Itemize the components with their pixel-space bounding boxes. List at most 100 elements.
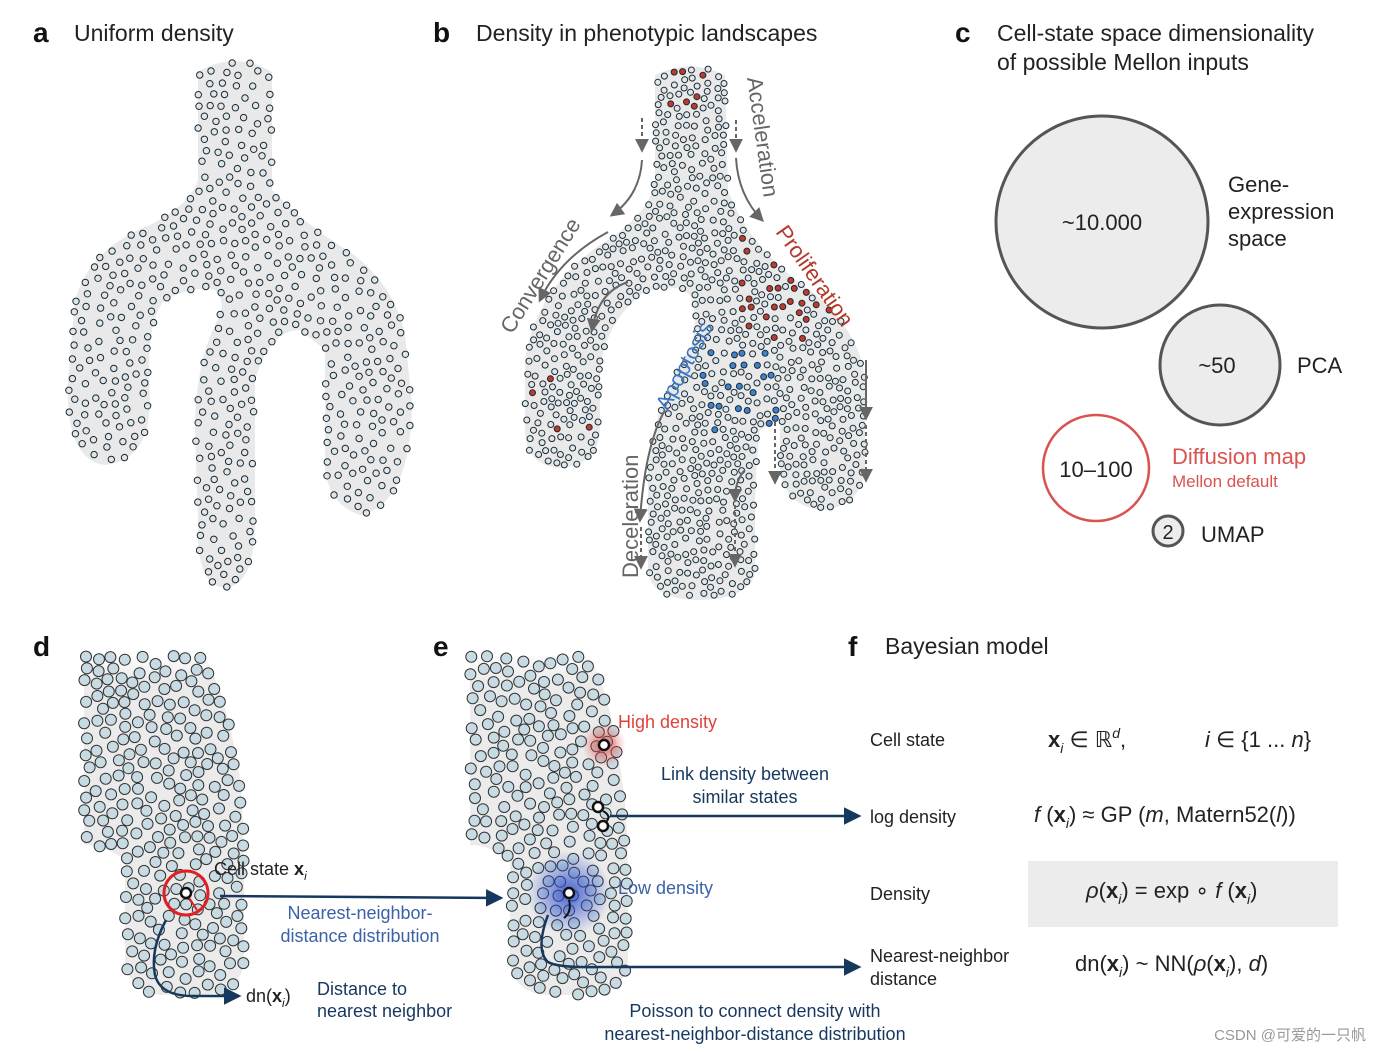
cell-dot [583,269,591,276]
cell-dot [806,489,814,497]
pca-circle [1158,303,1282,427]
cell-dot [223,468,231,476]
cell-dot [554,399,562,407]
cell-dot [241,309,250,317]
cell-dot [296,218,304,226]
cell-dot [324,426,333,434]
cell-dot [683,98,690,106]
cell-dot [679,285,687,292]
cell-dot [135,961,148,974]
cell-dot [693,383,701,391]
cell-dot [338,390,346,399]
cell-dot [707,392,715,400]
cell-dot [713,239,721,247]
cell-dot [242,384,250,392]
cell-dot [749,418,757,426]
cell-dot [507,887,520,900]
cell-dot [547,403,555,411]
cell-dot [244,557,253,566]
cell-dot [139,229,147,238]
cell-dot [248,374,257,383]
cell-dot [715,73,723,81]
cell-dot [756,307,764,315]
cell-dot [771,414,779,422]
poisson-arrow [540,914,862,976]
cell-dot [226,830,239,842]
cell-dot [547,771,560,784]
cell-dot [116,798,129,811]
cell-dot [845,488,853,496]
cell-dot [819,334,827,342]
cell-dot [191,269,199,277]
cell-dot [694,463,702,471]
cell-dot [658,442,666,450]
cell-dot [83,814,96,827]
cell-dot [731,277,739,285]
cell-dot [604,251,612,259]
cell-dot [583,398,591,405]
cell-dot [792,480,800,488]
cell-dot [836,403,844,411]
cell-dot [244,279,253,287]
cell-dot [554,302,562,310]
cell-dot [85,356,94,365]
cell-dot [670,219,678,227]
cell-dot [595,383,603,391]
cell-dot [224,457,233,466]
cell-dot [553,950,566,963]
cell-dot [585,705,598,718]
cell-dot [692,446,700,454]
row-label-cell-state: Cell state [870,730,945,750]
cell-dot [707,583,714,591]
cell-dot [189,254,197,263]
cell-dot [212,364,220,372]
cell-dot [678,161,686,169]
cell-dot [697,227,704,235]
cell-dot [530,426,537,434]
cell-dot [548,435,556,443]
cell-dot [752,458,760,466]
cell-dot [698,470,706,478]
cell-dot [581,406,589,414]
cell-dot [679,253,687,261]
cell-dot [99,726,112,739]
cell-dot [229,810,242,823]
cell-dot [195,187,203,196]
cell-dot [563,793,576,806]
cell-dot [552,411,560,419]
cell-dot [828,489,836,497]
cell-dot [752,434,760,442]
cell-dot [680,274,688,282]
cell-dot [317,287,325,295]
cell-dot [211,412,219,420]
cell-dot [817,503,825,511]
cell-dot [161,213,169,222]
cell-dot [264,115,272,123]
cell-dot [344,323,352,332]
cell-dot [697,527,705,535]
cell-dot [745,525,753,533]
cell-dot [648,253,656,261]
cell-dot [642,287,650,294]
watermark: CSDN @可爱的一只帆 [1214,1027,1366,1044]
cell-dot [189,732,202,745]
cell-dot [127,302,136,311]
cell-dot [525,357,533,365]
cell-dot [726,441,734,449]
cell-dot [345,382,354,390]
cell-dot [390,342,398,350]
cell-dot [511,967,524,980]
cell-dot [204,743,217,756]
pca-value: ~50 [1198,353,1235,378]
cell-dot [182,241,190,249]
cell-dot [685,203,692,211]
cell-dot [235,922,248,935]
cell-dot [608,899,621,912]
cell-dot [577,976,589,989]
cell-dot [392,476,401,484]
cell-dot [500,652,513,665]
cell-dot [171,286,180,295]
cell-dot [209,197,217,205]
cell-dot [389,487,398,495]
cell-dot [487,746,500,759]
